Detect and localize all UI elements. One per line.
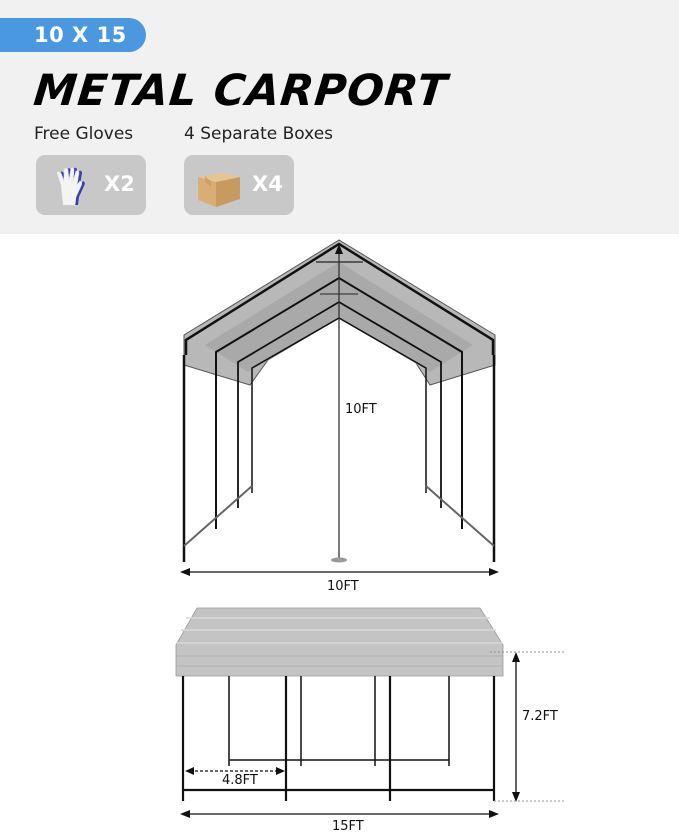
side-length-label: 15FT <box>332 819 364 834</box>
gloves-icon <box>56 167 85 206</box>
gloves-count-pill: X2 <box>36 155 146 215</box>
gloves-count: X2 <box>104 172 135 196</box>
side-view <box>175 607 566 818</box>
cardboard-box-icon <box>198 173 240 207</box>
front-width-label: 10FT <box>327 579 359 594</box>
boxes-count: X4 <box>252 172 283 196</box>
front-height-label: 10FT <box>345 402 377 417</box>
header-panel: 10 X 15 METAL CARPORT Free Gloves 4 Sepa… <box>0 0 679 234</box>
product-title: METAL CARPORT <box>31 66 450 116</box>
side-spacing-label: 4.8FT <box>222 773 258 788</box>
front-view <box>180 239 499 576</box>
gloves-label: Free Gloves <box>34 124 134 144</box>
boxes-label: 4 Separate Boxes <box>184 124 334 144</box>
size-badge: 10 X 15 <box>0 18 146 52</box>
side-height-label: 7.2FT <box>522 709 558 724</box>
boxes-count-pill: X4 <box>184 155 294 215</box>
carport-diagram <box>175 239 566 818</box>
